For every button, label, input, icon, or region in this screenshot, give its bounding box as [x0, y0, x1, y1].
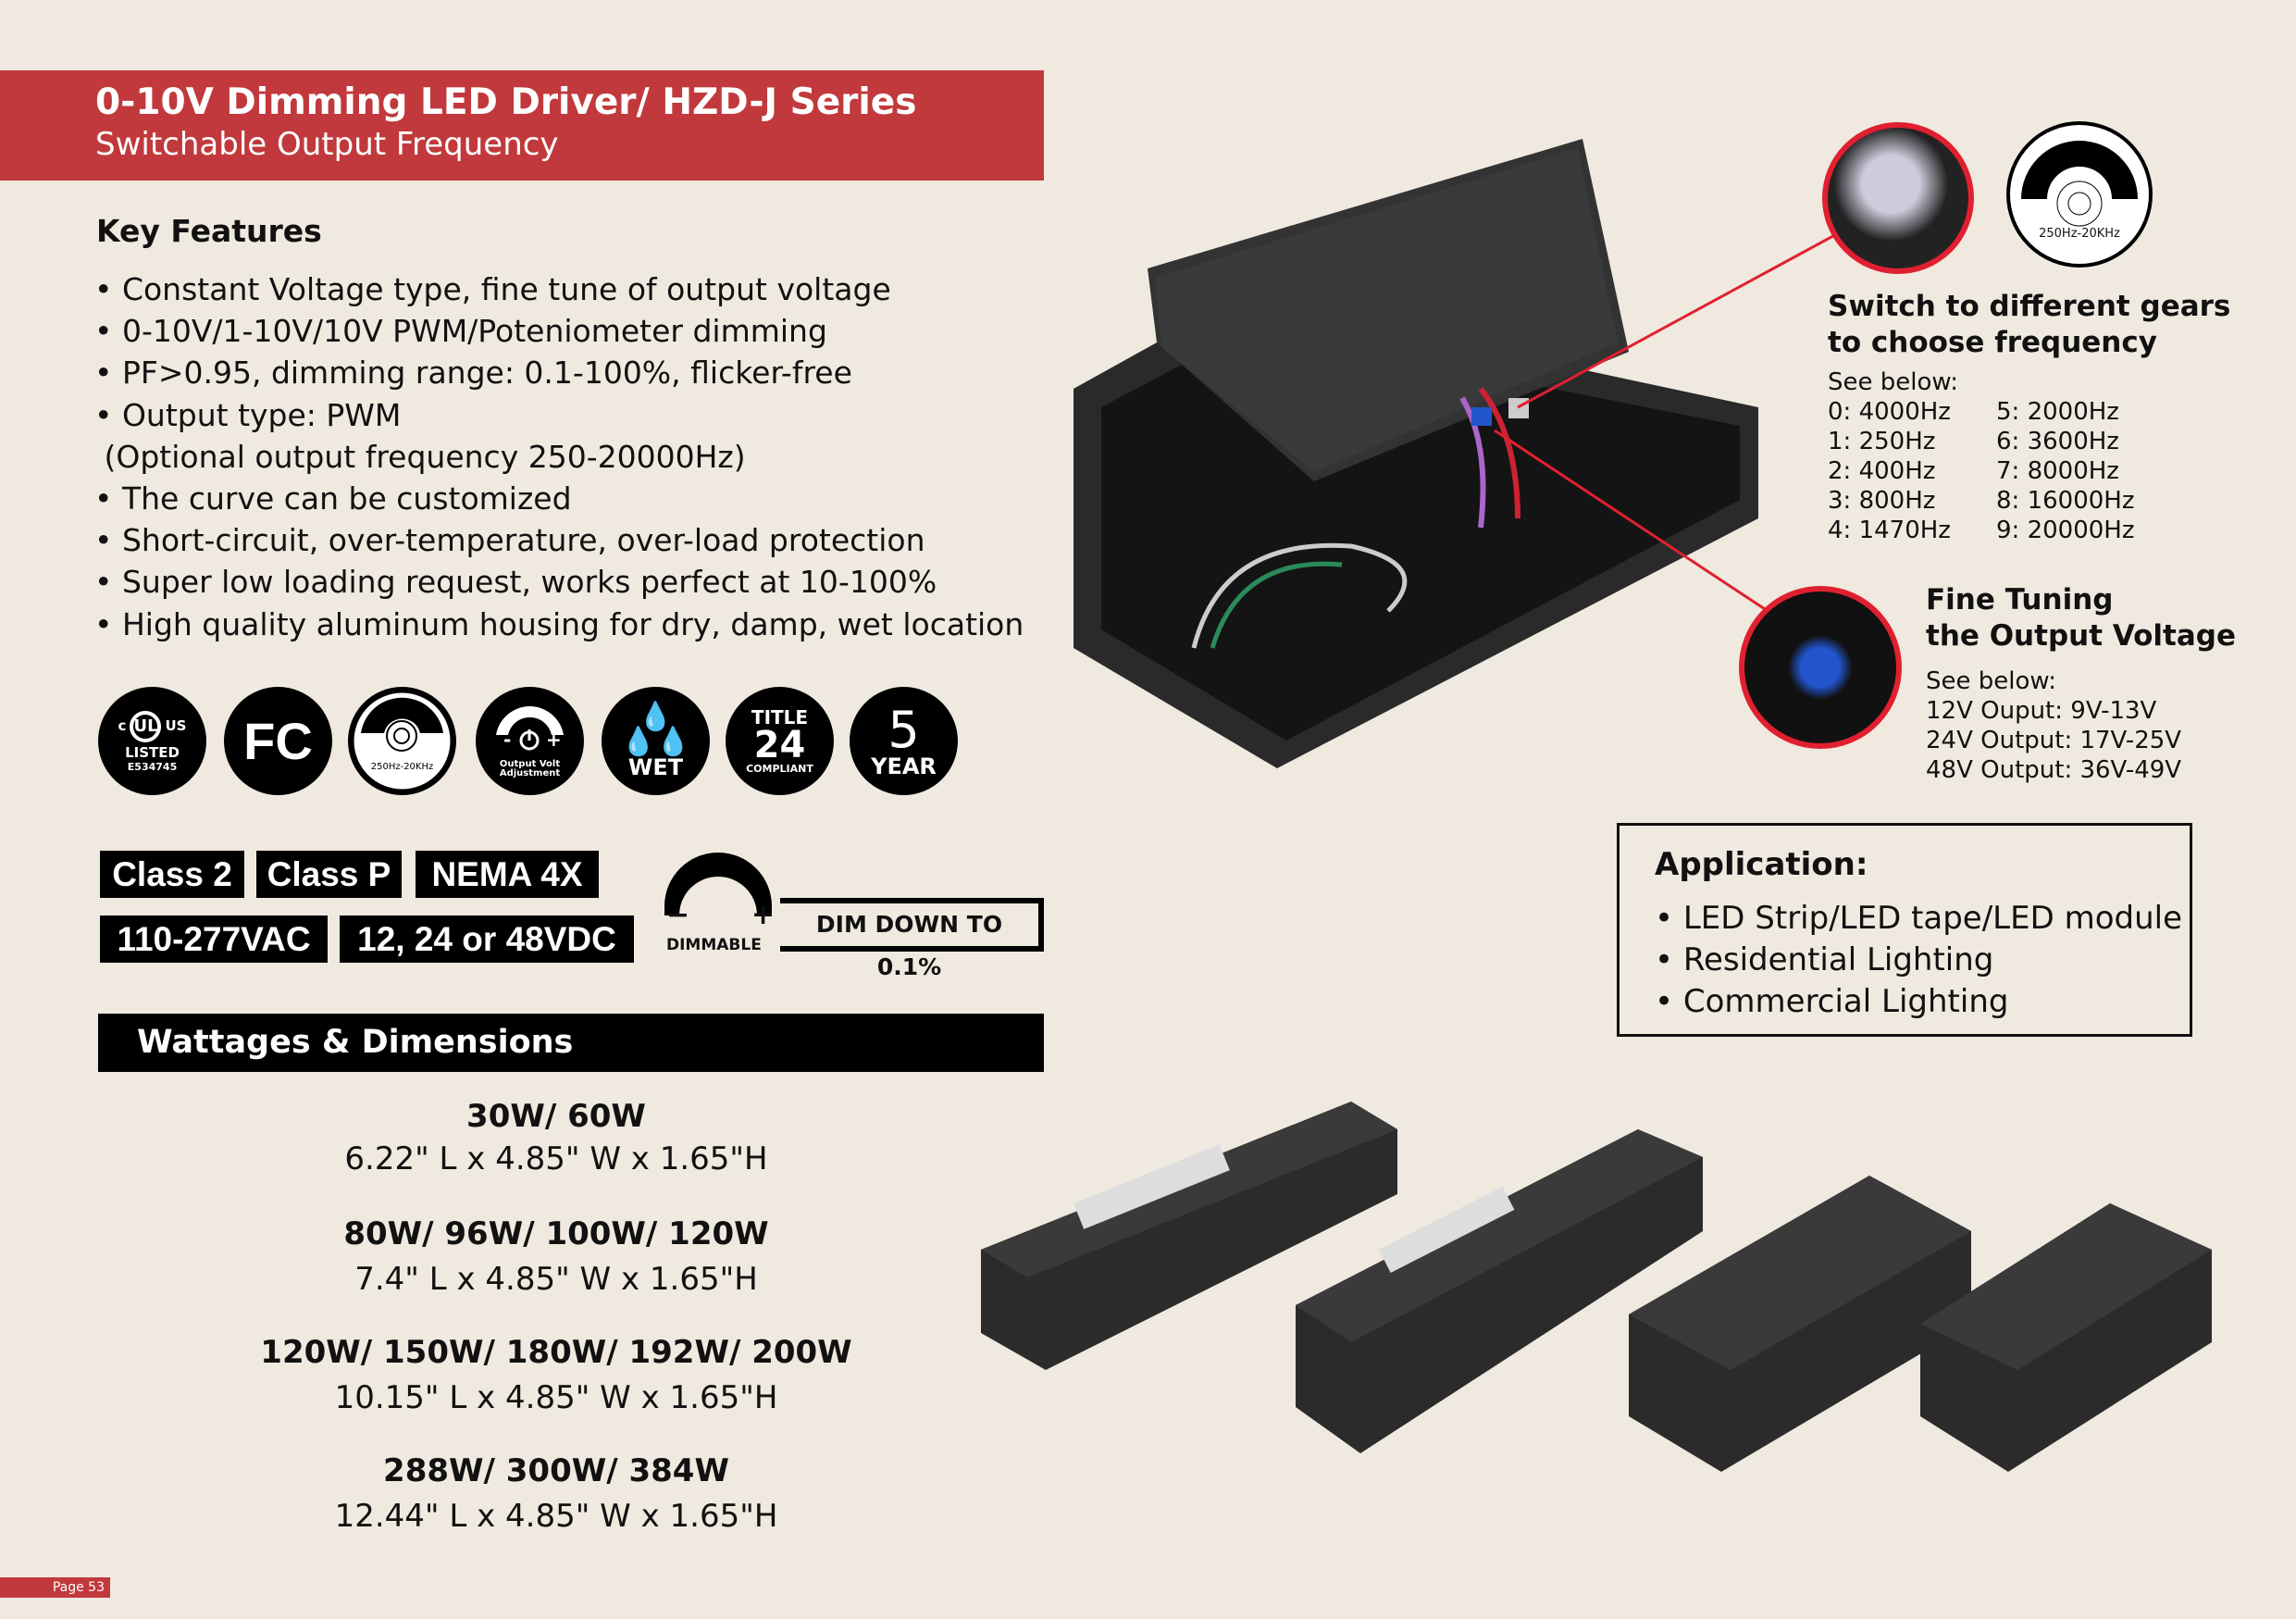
frequency-dial-diagram: 250Hz-20KHz: [2006, 121, 2153, 268]
frequency-item: 9: 20000Hz: [1996, 517, 2135, 544]
feature-item: • Super low loading request, works perfe…: [94, 564, 937, 601]
frequency-item: 2: 400Hz: [1828, 457, 1936, 485]
application-item: • Residential Lighting: [1655, 941, 1994, 978]
voltage-item: 24V Output: 17V-25V: [1926, 727, 2182, 754]
wattage-option: 80W/ 96W/ 100W/ 120W: [343, 1215, 769, 1252]
application-item: • LED Strip/LED tape/LED module: [1655, 900, 2183, 937]
wet-label: WET: [627, 753, 684, 780]
voltage-list: See below: 12V Ouput: 9V-13V 24V Output:…: [1926, 666, 2181, 785]
ul-listed: LISTED: [125, 743, 180, 761]
key-features-list: • Constant Voltage type, fine tune of ou…: [94, 268, 1024, 645]
voltage-item: 48V Output: 36V-49V: [1926, 756, 2182, 784]
dimension-value: 6.22" L x 4.85" W x 1.65"H: [344, 1140, 768, 1177]
badge-class2: Class 2: [100, 851, 244, 898]
badge-nema4x: NEMA 4X: [416, 851, 599, 898]
dim-down-badge: DIM DOWN TO 0.1%: [780, 898, 1044, 980]
application-heading: Application:: [1655, 846, 1868, 883]
feature-item: • PF>0.95, dimming range: 0.1-100%, flic…: [94, 355, 852, 392]
warranty-label: YEAR: [871, 753, 937, 779]
voltage-item: 12V Ouput: 9V-13V: [1926, 697, 2157, 725]
wattage-option: 288W/ 300W/ 384W: [383, 1452, 729, 1489]
frequency-heading-line2: to choose frequency: [1828, 326, 2157, 359]
application-item: • Commercial Lighting: [1655, 983, 2009, 1020]
key-features-heading: Key Features: [96, 213, 322, 249]
ul-c: c: [118, 717, 127, 734]
driver-open-box-image: [1074, 139, 1843, 768]
frequency-switch-closeup: [1822, 122, 1974, 274]
wattage-option: 30W/ 60W: [466, 1098, 646, 1135]
frequency-item: 3: 800Hz: [1828, 487, 1936, 515]
voltage-heading-line1: Fine Tuning: [1926, 583, 2114, 616]
output-volt-adjustment-icon: - + Output Volt Adjustment: [476, 687, 584, 795]
svg-text:+: +: [546, 729, 562, 751]
frequency-item: 1: 250Hz: [1828, 428, 1936, 455]
voltage-heading: Fine Tuning the Output Voltage: [1926, 582, 2236, 654]
title24-c: COMPLIANT: [746, 763, 813, 775]
frequency-list-col2: 5: 2000Hz 6: 3600Hz 7: 8000Hz 8: 16000Hz…: [1996, 397, 2134, 545]
feature-item: • 0-10V/1-10V/10V PWM/Poteniometer dimmi…: [94, 313, 827, 350]
voltage-see-below: See below:: [1926, 667, 2056, 695]
dimension-value: 10.15" L x 4.85" W x 1.65"H: [334, 1379, 778, 1416]
title24-a: TITLE: [751, 706, 809, 729]
ul-us: US: [165, 717, 187, 734]
wattages-heading: Wattages & Dimensions: [98, 1014, 1044, 1072]
frequency-item: 5: 2000Hz: [1996, 398, 2119, 426]
fcc-icon: FC: [224, 687, 332, 795]
badge-output-voltage: 12, 24 or 48VDC: [340, 915, 634, 963]
ul-number: E534745: [127, 760, 178, 773]
title24-b: 24: [753, 724, 806, 766]
page-title: 0-10V Dimming LED Driver/ HZD-J Series: [95, 81, 917, 123]
page-subtitle: Switchable Output Frequency: [95, 126, 559, 163]
frequency-dial-icon: 250Hz-20KHz: [348, 687, 456, 795]
page-number: Page 53: [0, 1577, 110, 1598]
frequency-item: 8: 16000Hz: [1996, 487, 2135, 515]
volt-icon-label: Output Volt Adjustment: [499, 758, 561, 778]
dim-plus: +: [751, 899, 776, 931]
dimmable-label: DIMMABLE: [666, 936, 762, 954]
dimmable-icon: − + DIMMABLE: [663, 849, 776, 958]
warranty-years: 5: [887, 700, 920, 759]
feature-item: (Optional output frequency 250-20000Hz): [94, 438, 746, 475]
driver-lineup-image: [981, 1102, 2212, 1472]
frequency-list-col1: 0: 4000Hz 1: 250Hz 2: 400Hz 3: 800Hz 4: …: [1828, 397, 1951, 545]
frequency-see-below: See below:: [1828, 368, 1958, 396]
voltage-trimmer-closeup: [1739, 586, 1902, 749]
frequency-icon-label: 250Hz-20KHz: [370, 761, 434, 772]
feature-item: • The curve can be customized: [94, 479, 572, 517]
frequency-item: 6: 3600Hz: [1996, 428, 2119, 455]
dimension-value: 7.4" L x 4.85" W x 1.65"H: [354, 1261, 758, 1298]
frequency-heading-line1: Switch to different gears: [1828, 290, 2231, 323]
svg-text:-: -: [503, 729, 511, 751]
dim-minus: −: [666, 899, 690, 931]
application-list: • LED Strip/LED tape/LED module • Reside…: [1655, 898, 2182, 1023]
feature-item: • Short-circuit, over-temperature, over-…: [94, 522, 925, 559]
badge-classp: Class P: [256, 851, 402, 898]
badge-input-voltage: 110-277VAC: [100, 915, 328, 963]
title24-icon: TITLE 24 COMPLIANT: [726, 687, 834, 795]
title-banner: 0-10V Dimming LED Driver/ HZD-J Series S…: [0, 70, 1044, 181]
feature-item: • Constant Voltage type, fine tune of ou…: [94, 271, 891, 307]
frequency-heading: Switch to different gears to choose freq…: [1828, 289, 2230, 361]
warranty-icon: 5 YEAR: [850, 687, 958, 795]
application-box: Application: • LED Strip/LED tape/LED mo…: [1617, 823, 2192, 1037]
dimension-value: 12.44" L x 4.85" W x 1.65"H: [334, 1498, 778, 1535]
feature-item: • High quality aluminum housing for dry,…: [94, 605, 1024, 642]
frequency-item: 0: 4000Hz: [1828, 398, 1951, 426]
dial-label: 250Hz-20KHz: [2039, 227, 2120, 241]
frequency-item: 4: 1470Hz: [1828, 517, 1951, 544]
wet-location-icon: 💧💧💧 WET: [602, 687, 710, 795]
frequency-item: 7: 8000Hz: [1996, 457, 2119, 485]
feature-item: • Output type: PWM: [94, 396, 402, 433]
driver-unit: [981, 1102, 1397, 1370]
wattage-option: 120W/ 150W/ 180W/ 192W/ 200W: [260, 1334, 852, 1371]
voltage-heading-line2: the Output Voltage: [1926, 619, 2236, 653]
